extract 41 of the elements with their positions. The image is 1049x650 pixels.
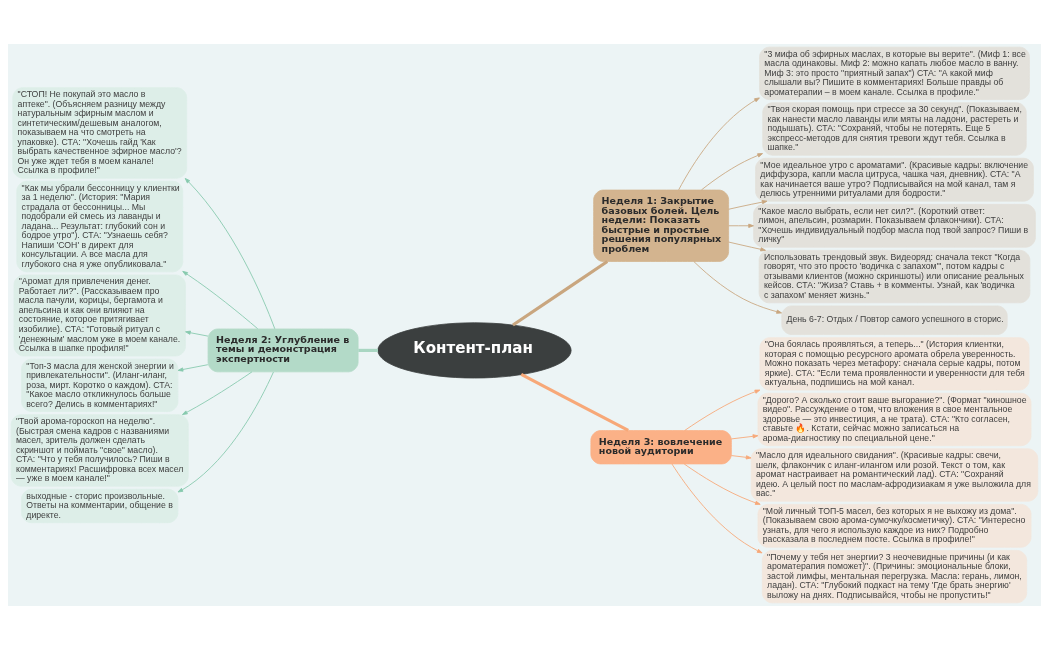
arrow bbox=[731, 455, 752, 460]
node-box: "Твоя скорая помощь при стрессе за 30 секунд". (Показываем, как нанести масло лаванды или мяты на ладони, растереть и подышать). СТА: "Сохраняй, чтобы не потерять. Еще 5 экспресс-методов для снятия тревоги ждут тебя. Ссылка в шапке." bbox=[762, 102, 1027, 156]
arrow bbox=[177, 364, 209, 372]
node-box: "Она боялась проявляться, а теперь..." (История клиентки, которая с помощью ресурсного аромата обрела уверенность. Можно показать через метафору: сначала серые кадры, потом яркие). СТА: "Если тема проявленности и уверенности для тебя актуальна, подпишись на мой канал. bbox=[759, 337, 1030, 391]
arrow bbox=[678, 97, 760, 191]
arrow bbox=[701, 153, 763, 191]
node-box: Использовать трендовый звук. Видеоряд: сначала текст "Когда говорят, что это просто 'водичка с запахом'", потом кадры с отзывами клиентов (можно скриншоты) или описание реальных кейсов. СТА: "Жиза? Ставь + в комменты. Узнай, как 'водичка с запахом' меняет жизнь." bbox=[758, 250, 1031, 304]
node-box: "Аромат для привлечения денег. Работает ли?". (Рассказываем про масла пачули, корицы, бергамота и апельсина и как они влияют на состояние, которое притягивает изобилие). СТА: "Готовый ритуал с 'денежным' маслом уже в моем канале. Ссылка в шапке профиля!" bbox=[13, 274, 186, 357]
connector bbox=[358, 348, 378, 352]
node-box: "СТОП! Не покупай это масло в аптеке". (Объясняем разницу между натуральным эфирным маслом и синтетическим/дешевым аналогом, показываем на что смотреть на упаковке). СТА: "Хочешь гайд 'Как выбрать качественное эфирное масло'? Он уже ждет тебя в моем канале! Ссылка в профиле!" bbox=[12, 87, 188, 179]
node-box: "Топ-3 масла для женской энергии и привлекательности". (Иланг-иланг, роза, мирт. Коротко о каждом). СТА: "Какое масло откликнулось больше всего? Делись в комментариях!" bbox=[21, 358, 179, 412]
connector bbox=[520, 373, 629, 432]
arrow bbox=[683, 463, 761, 505]
arrow bbox=[728, 223, 754, 228]
node-box: Неделя 2: Углубление в темы и демонстрация экспертности bbox=[207, 328, 359, 373]
node-box: "3 мифа об эфирных маслах, в которые вы верите". (Миф 1: все масла одинаковы. Миф 2: можно капать любое масло в ванну. Миф 3: это просто "приятный запах") СТА: "А какой миф слышали вы? Пишите в комментариях! Больше правды об ароматерапии – в моем канале. Ссылка в профиле." bbox=[759, 46, 1030, 100]
arrow bbox=[182, 270, 259, 330]
node-box: "Мое идеальное утро с ароматами". (Красивые кадры: включение диффузора, капли масла цитруса, чашка чая, дневник). СТА: "А как начинается ваше утро? Подписывайся на мой канал, там я делюсь утренними ритуалами для бодрости." bbox=[755, 157, 1034, 202]
node-box: "Как мы убрали бессонницу у клиентки за 1 неделю". (История: "Мария страдала от бессонницы... Мы подобрали ей смесь из лаванды и ладана... Результат: глубокий сон и бодрое утро"). СТА: "Узнаешь себя? Напиши 'СОН' в директ для консультации. А все масла для глубокого сна я уже опубликовала." bbox=[16, 180, 184, 273]
arrow bbox=[728, 241, 766, 252]
node-box: "Твой арома-гороскоп на неделю". (Быстрая смена кадров с названиями масел, зритель должен сделать скриншот и поймать "свое" масло). СТА: "Что у тебя получилось? Пиши в комментариях! Расшифровка всех масел — уже в моем канале!" bbox=[10, 414, 189, 487]
node-box: Неделя 1: Закрытие базовых болей. Цель недели: Показать быстрые и простые решения популярных проблем bbox=[593, 189, 729, 262]
arrow bbox=[177, 371, 274, 493]
node-box: выходные - сторис произвольные. Ответы на комментарии, общение в директе. bbox=[21, 488, 179, 524]
arrow bbox=[184, 178, 276, 330]
arrow bbox=[693, 261, 782, 314]
node-box: Неделя 3: вовлечение новой аудитории bbox=[590, 430, 732, 465]
arrow bbox=[684, 389, 761, 431]
node-ellipse: Контент-план bbox=[377, 322, 572, 379]
arrow bbox=[185, 330, 209, 337]
connector bbox=[512, 260, 609, 327]
arrow bbox=[182, 371, 253, 416]
node-box: "Какое масло выбрать, если нет сил?". (Короткий ответ: лимон, апельсин, розмарин. Показываем флакончики). СТА: "Хочешь индивидуальный подбор масла под твой запрос? Пиши в личку" bbox=[753, 203, 1036, 248]
node-box: "Почему у тебя нет энергии? 3 неочевидные причины (и как ароматерапия поможет)". (Причины: эмоциональные блоки, застой лимфы, ментальная перегрузка. Масла: герань, лимон, ладан). СТА: "Глубокий подкаст на тему 'Где брать энергию' выложу на днях. Подписывайся, чтобы не пропустить!" bbox=[761, 550, 1028, 604]
arrow bbox=[728, 200, 768, 210]
node-box: День 6-7: Отдых / Повтор самого успешного в сторис. bbox=[781, 305, 1008, 335]
node-box: "Мой личный ТОП-5 масел, без которых я не выхожу из дома". (Показываем свою арома-сумочку/косметичку). СТА: "Интересно узнать, для чего я использую каждое из них? Подробно рассказала в последнем посте. Ссылка в профиле!" bbox=[757, 504, 1032, 548]
arrow bbox=[731, 434, 759, 440]
node-box: "Масло для идеального свидания". (Красивые кадры: свечи, шелк, флакончик с иланг-илангом или розой. Текст о том, как аромат настраивает на романтический лад). СТА: "Сохраняй идею. А целый пост по маслам-афродизиакам я уже выложила для вас." bbox=[750, 448, 1039, 502]
node-box: "Дорого? А сколько стоит ваше выгорание?". (Формат "киношное видео". Рассуждение о том, что вложения в свое ментальное здоровье — это инвестиция, а не трата). СТА: "Кто согласен, ставьте 🔥. Кстати, сейчас можно записаться на арома-диагностику по специальной цене." bbox=[757, 392, 1032, 447]
arrow bbox=[671, 463, 763, 554]
